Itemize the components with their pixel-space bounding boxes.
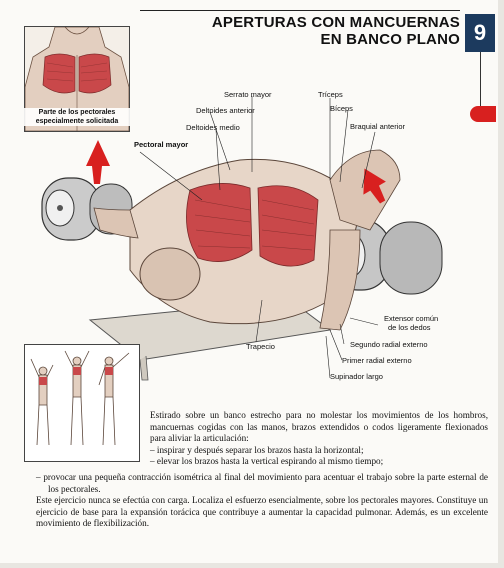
label-biceps: Bíceps xyxy=(330,104,353,113)
label-pectoral-mayor: Pectoral mayor xyxy=(134,140,189,149)
closing-paragraph: Este ejercicio nunca se efectúa con carg… xyxy=(36,495,488,529)
label-deltoides-anterior: Deltoides anterior xyxy=(196,106,255,115)
main-illustration xyxy=(41,96,443,381)
side-rule xyxy=(480,52,481,112)
inset-caption: Parte de los pectorales especialmente so… xyxy=(24,108,130,126)
label-extensor-line-1: Extensor común xyxy=(384,314,439,323)
red-tab-marker xyxy=(470,106,496,122)
frame-bottom xyxy=(0,563,504,568)
left-arrow-icon xyxy=(86,140,110,184)
torso-illustration xyxy=(24,26,130,132)
right-arrow-icon xyxy=(363,168,386,204)
label-primer-radial: Primer radial externo xyxy=(342,356,412,365)
left-dumbbell xyxy=(41,177,133,241)
header-rule xyxy=(140,10,460,11)
label-extensor-line-2: de los dedos xyxy=(388,323,431,332)
step-3: – provocar una pequeña contracción isomé… xyxy=(36,472,488,494)
label-triceps: Tríceps xyxy=(318,90,343,99)
movement-sequence-figures xyxy=(24,344,140,462)
title-line-2: EN BANCO PLANO xyxy=(320,31,460,48)
step-1: – inspirar y después separar los brazos … xyxy=(150,444,364,455)
label-supinador: Supinador largo xyxy=(330,372,383,381)
label-braquial-anterior: Braquial anterior xyxy=(350,122,406,131)
label-segundo-radial: Segundo radial externo xyxy=(350,340,428,349)
label-deltoides-medio: Deltoides medio xyxy=(186,123,240,132)
frame-right xyxy=(498,0,504,568)
exercise-number-badge: 9 xyxy=(465,14,495,52)
intro-paragraph: Estirado sobre un banco estrecho para no… xyxy=(150,410,488,444)
page-title: APERTURAS CON MANCUERNAS EN BANCO PLANO xyxy=(212,14,460,48)
instructions-text: Estirado sobre un banco estrecho para no… xyxy=(150,410,488,468)
inset-caption-line-2: especialmente solicitada xyxy=(35,118,119,125)
label-trapecio: Trapecio xyxy=(246,342,275,351)
title-line-1: APERTURAS CON MANCUERNAS xyxy=(211,14,460,31)
step-2: – elevar los brazos hasta la vertical es… xyxy=(150,456,384,467)
label-serrato-mayor: Serrato mayor xyxy=(224,90,272,99)
lower-text: – provocar una pequeña contracción isomé… xyxy=(36,472,488,530)
pectoral-inset xyxy=(24,26,130,132)
inset-caption-line-1: Parte de los pectorales xyxy=(38,109,116,116)
